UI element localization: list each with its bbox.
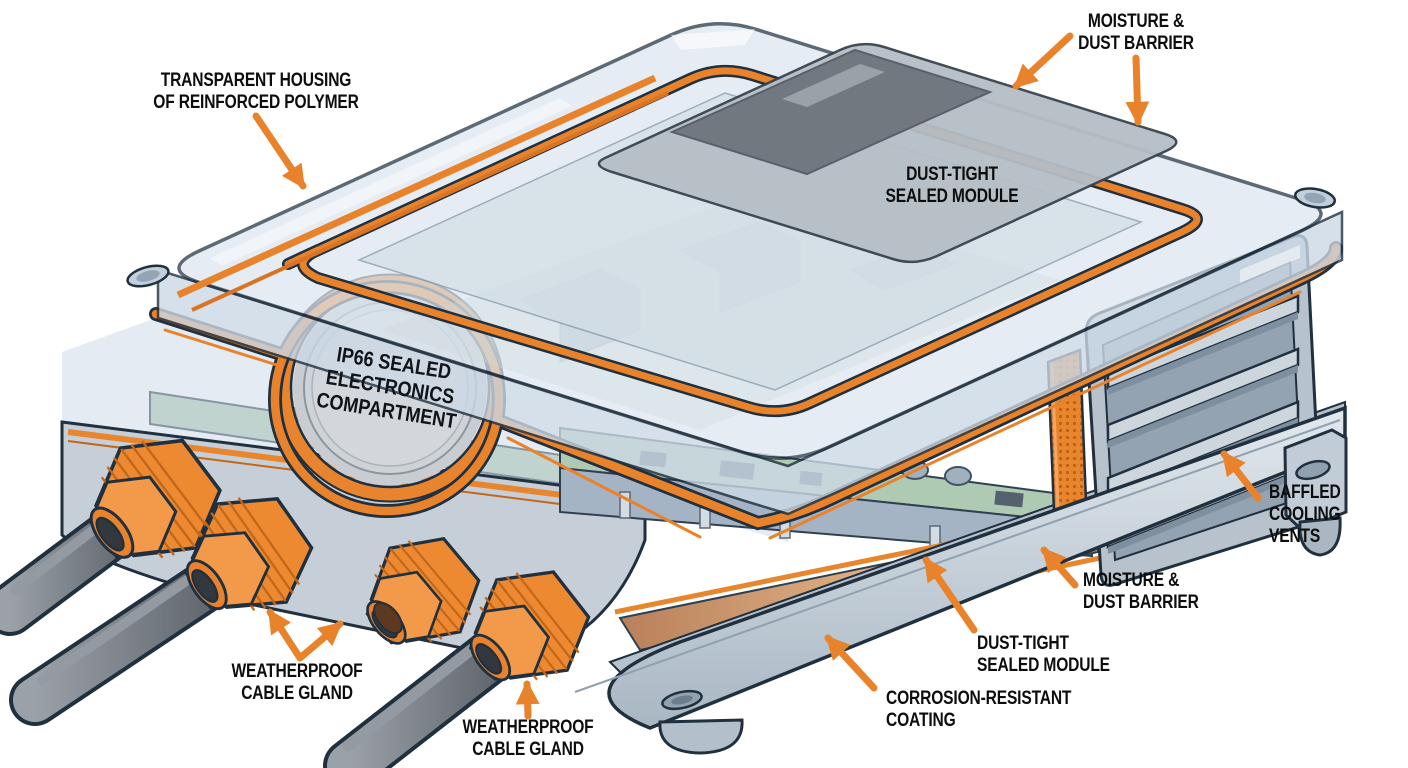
label-dust-tight-sealed-module-top: DUST-TIGHT SEALED MODULE [885,164,1019,208]
arrow-gland-left-a [266,608,304,662]
label-dust-tight-sealed-module-bottom: DUST-TIGHT SEALED MODULE [977,633,1110,677]
label-baffled-cooling-vents: BAFFLED COOLING VENTS [1269,482,1341,548]
mounting-ear [1283,428,1348,557]
empty-gland-hole [373,601,403,635]
arrow-moisture-top-left [1012,32,1074,90]
label-moisture-dust-barrier-top: MOISTURE & DUST BARRIER [1078,11,1194,55]
gloss-highlights [210,28,1300,283]
module-window [669,48,993,176]
sealed-module-plate [597,42,1178,264]
cable-glands [61,413,608,713]
arrow-baffled-vents [1220,450,1262,502]
transparent-lid [126,21,1344,516]
annotation-arrows [252,32,1262,720]
arrow-corrosion-coating [824,634,878,692]
label-transparent-housing: TRANSPARENT HOUSING OF REINFORCED POLYME… [153,70,359,114]
arrow-moisture-top-right [1125,54,1150,126]
arrow-moisture-side [1040,546,1079,589]
screw-bosses [126,187,1337,288]
arrow-gland-right [515,680,540,720]
arrow-gland-left-b [296,620,344,662]
mounting-foot [658,718,744,755]
label-weatherproof-cable-gland-right: WEATHERPROOF CABLE GLAND [462,717,594,761]
label-weatherproof-cable-gland-left: WEATHERPROOF CABLE GLAND [231,661,363,705]
arrow-transparent-housing [252,112,307,190]
label-corrosion-resistant-coating: CORROSION-RESISTANT COATING [886,688,1072,732]
arrow-dust-tight-bottom [922,556,978,634]
base-flange [574,405,1348,755]
lid-seal-loop [176,64,1203,418]
label-moisture-dust-barrier-side: MOISTURE & DUST BARRIER [1083,570,1199,614]
